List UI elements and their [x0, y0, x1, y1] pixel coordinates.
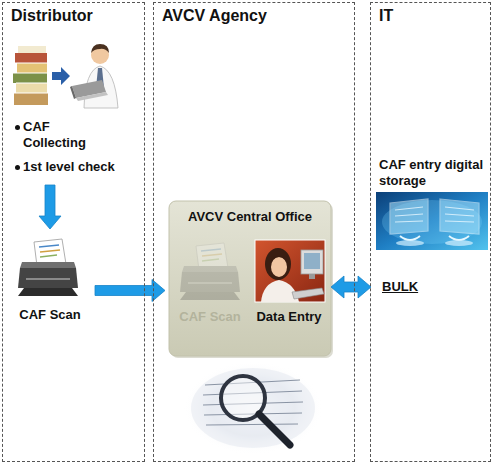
illustration-part — [16, 83, 47, 93]
illustration-part — [191, 368, 315, 448]
digital-storage-illustration — [376, 192, 488, 250]
illustration-part — [376, 192, 488, 250]
illustration-part — [445, 221, 474, 222]
illustration-part — [16, 83, 47, 84]
flow-arrow — [95, 280, 165, 302]
illustration-part — [301, 250, 323, 274]
illustration-part — [395, 207, 423, 210]
edge-label: BULK — [380, 279, 420, 295]
scanner-illustration — [18, 239, 78, 296]
illustration-part — [309, 274, 315, 279]
column-heading: AVCV Agency — [162, 6, 348, 26]
illustration-part — [255, 240, 325, 302]
illustration-part — [304, 253, 320, 269]
illustration-part — [13, 73, 47, 83]
illustration-part — [396, 240, 424, 246]
collecting-illustration — [13, 44, 118, 108]
illustration-part — [382, 200, 482, 244]
illustration-part — [14, 93, 48, 94]
bullet-dot — [15, 165, 20, 170]
illustration-part — [261, 280, 299, 302]
illustration-part — [15, 53, 47, 63]
illustration-part — [259, 414, 290, 445]
bullet-dot — [15, 125, 20, 130]
illustration-part — [271, 257, 287, 277]
swimlane-column: IT CAF entry digital storage — [370, 2, 491, 462]
illustration-part — [18, 46, 46, 53]
process-step: CAF Collecting 1st level check — [9, 39, 136, 181]
illustration-part — [265, 248, 291, 280]
flow-arrow — [39, 185, 61, 229]
step-label: Data Entry — [255, 309, 323, 325]
illustration-part — [183, 361, 323, 455]
step-label: CAF Scan — [19, 307, 81, 323]
flow-arrow — [331, 276, 371, 298]
column-heading: Distributor — [11, 6, 139, 26]
illustration-part — [440, 199, 479, 234]
illustration-part — [445, 240, 473, 246]
office-box-fill — [169, 201, 331, 356]
illustration-part — [18, 239, 78, 296]
scanner-illustration-faded — [180, 243, 240, 300]
process-step: CAF Scan — [9, 233, 91, 348]
step-label: CAF entry digital storage — [379, 157, 489, 189]
column-heading: IT — [379, 6, 479, 26]
illustration-part — [13, 73, 47, 74]
illustration-part — [52, 67, 70, 85]
illustration-part — [445, 207, 474, 210]
office-title: AVCV Central Office — [173, 209, 327, 225]
office-box: AVCV Central OfficeCAF Scan Data Entry — [169, 201, 331, 356]
illustration-part — [390, 199, 428, 234]
illustration-part — [395, 221, 423, 222]
illustration-part — [76, 92, 108, 101]
illustration-part — [445, 214, 474, 216]
data-entry-illustration — [255, 240, 325, 302]
swimlane-column: AVCV AgencyAVCV Central OfficeCAF Scan Da… — [153, 2, 355, 462]
illustration-part — [206, 424, 298, 425]
swimlane-column: DistributorCAF Collecting 1st level check… — [2, 2, 145, 462]
bullet-text: CAF Collecting — [23, 119, 103, 151]
illustration-part — [400, 236, 420, 240]
illustration-part — [17, 63, 47, 73]
illustration-part — [270, 256, 288, 262]
illustration-part — [70, 86, 76, 99]
process-step: Data Entry — [251, 237, 327, 349]
illustration-part — [91, 44, 109, 53]
bullet-text: 1st level check — [23, 159, 133, 175]
process-step-disabled: CAF Scan — [173, 237, 247, 349]
illustration-part — [180, 243, 240, 300]
illustration-part — [292, 288, 324, 299]
illustration-part — [14, 93, 48, 105]
magnifier-illustration — [183, 361, 323, 455]
illustration-part — [395, 214, 423, 216]
step-label-disabled: CAF Scan — [177, 309, 243, 325]
illustration-part — [15, 63, 47, 64]
illustration-part — [449, 236, 469, 240]
